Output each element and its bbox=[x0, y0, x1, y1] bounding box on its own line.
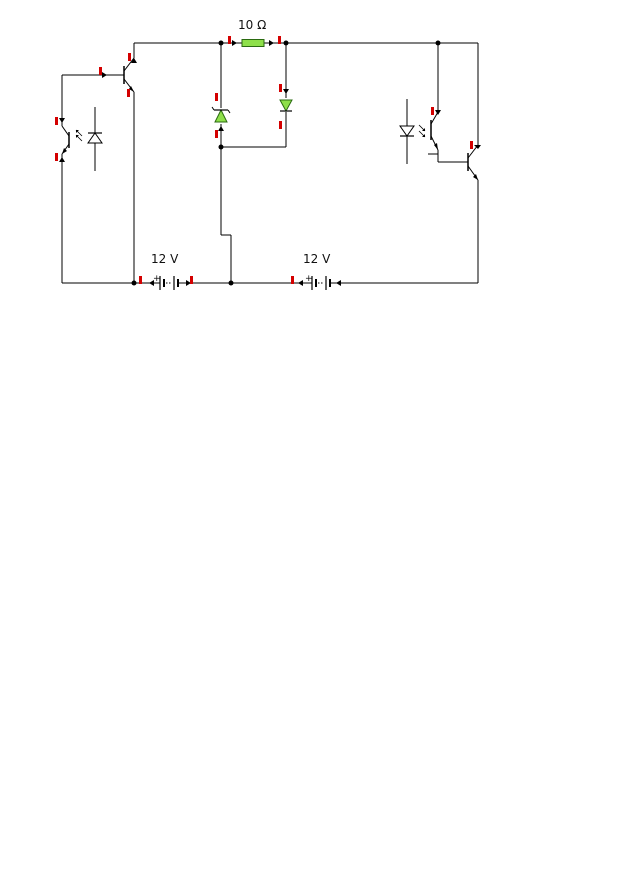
zener-diode[interactable] bbox=[211, 106, 231, 123]
probe-marker[interactable] bbox=[279, 84, 282, 92]
optocoupler-left[interactable] bbox=[61, 107, 103, 171]
junction-dot bbox=[218, 40, 224, 46]
junction-dot bbox=[435, 40, 441, 46]
optocoupler-right[interactable] bbox=[399, 99, 439, 164]
probe-marker[interactable] bbox=[228, 36, 231, 44]
probe-marker[interactable] bbox=[190, 276, 193, 284]
current-arrows bbox=[59, 40, 441, 286]
probe-marker[interactable] bbox=[55, 153, 58, 161]
probe-marker[interactable] bbox=[215, 93, 218, 101]
npn-transistor-left[interactable] bbox=[123, 57, 135, 93]
probe-marker[interactable] bbox=[291, 276, 294, 284]
resistor[interactable]: 10 Ω bbox=[238, 18, 266, 47]
wires bbox=[61, 42, 479, 284]
plus-sign: + bbox=[305, 274, 313, 284]
probe-marker[interactable] bbox=[55, 117, 58, 125]
probe-marker[interactable] bbox=[431, 107, 434, 115]
probe-marker[interactable] bbox=[470, 141, 473, 149]
plus-sign: + bbox=[153, 274, 161, 284]
probe-marker[interactable] bbox=[99, 67, 102, 75]
probe-markers bbox=[55, 36, 473, 284]
battery-left-label: 12 V bbox=[151, 252, 179, 266]
battery-right-label: 12 V bbox=[303, 252, 331, 266]
junction-dot bbox=[228, 280, 234, 286]
battery-left[interactable]: + 12 V bbox=[151, 252, 186, 290]
probe-marker[interactable] bbox=[279, 121, 282, 129]
probe-marker[interactable] bbox=[128, 53, 131, 61]
probe-marker[interactable] bbox=[127, 89, 130, 97]
junction-dot bbox=[283, 40, 289, 46]
probe-marker[interactable] bbox=[139, 276, 142, 284]
diode[interactable] bbox=[279, 99, 293, 113]
junction-dot bbox=[218, 144, 224, 150]
npn-transistor-right[interactable] bbox=[467, 144, 481, 181]
probe-marker[interactable] bbox=[278, 36, 281, 44]
battery-right[interactable]: + 12 V bbox=[303, 252, 336, 290]
probe-marker[interactable] bbox=[215, 130, 218, 138]
junctions bbox=[131, 40, 441, 286]
resistor-label: 10 Ω bbox=[238, 18, 266, 32]
junction-dot bbox=[131, 280, 137, 286]
